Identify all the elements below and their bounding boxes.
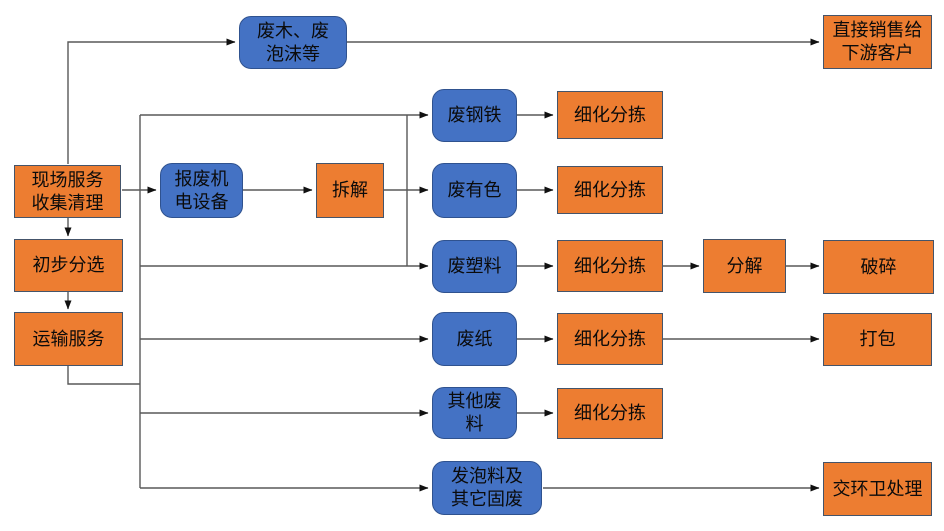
node-refine-sorting-paper: 细化分拣 [557, 313, 663, 365]
node-refine-sorting-plastic: 细化分拣 [557, 240, 663, 292]
node-refine-sorting-other: 细化分拣 [557, 388, 663, 439]
connector-source-to-wood-foam [67, 38, 236, 164]
node-scrap-equipment: 报废机 电设备 [160, 163, 243, 218]
node-waste-steel: 废钢铁 [432, 89, 517, 142]
connector-transport-to-trunk [67, 366, 140, 385]
node-transport-service: 运输服务 [14, 312, 123, 366]
node-refine-sorting-steel: 细化分拣 [557, 91, 663, 139]
node-waste-nonferrous: 废有色 [432, 163, 517, 218]
node-foam-solid-waste: 发泡料及 其它固废 [432, 461, 542, 515]
node-refine-sorting-nonferrous: 细化分拣 [557, 166, 663, 214]
node-crush: 破碎 [823, 240, 934, 294]
node-pack: 打包 [823, 313, 932, 366]
node-direct-sale: 直接销售给 下游客户 [823, 15, 932, 69]
node-other-waste: 其他废 料 [432, 387, 517, 439]
node-initial-sorting: 初步分选 [14, 239, 123, 292]
node-waste-plastic: 废塑料 [432, 240, 517, 293]
node-dismantle: 拆解 [316, 163, 384, 218]
node-sanitation-processing: 交环卫处理 [823, 462, 932, 516]
node-waste-paper: 废纸 [432, 312, 517, 366]
node-waste-wood-foam: 废木、废 泡沫等 [239, 16, 347, 69]
node-decompose: 分解 [703, 239, 786, 293]
node-onsite-collection: 现场服务 收集清理 [14, 165, 121, 218]
